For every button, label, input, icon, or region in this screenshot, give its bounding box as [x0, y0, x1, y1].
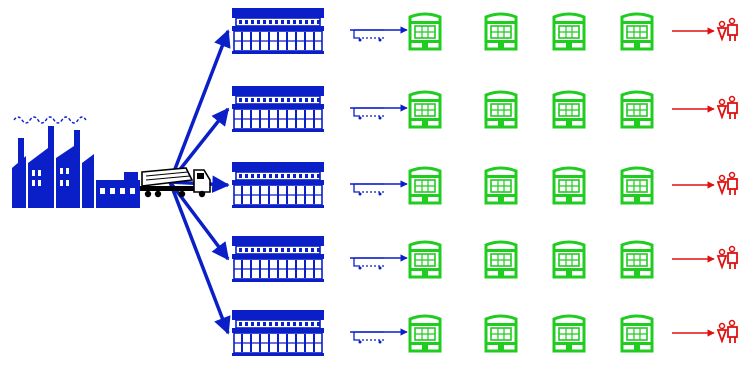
small-delivery-truck-icon [353, 331, 384, 344]
warehouse-icon [232, 8, 324, 54]
consumer-figures-icon [716, 245, 738, 270]
store-building-icon [552, 314, 586, 353]
store-building-icon [552, 166, 586, 205]
warehouse-icon [232, 236, 324, 282]
icons-layer [12, 8, 738, 356]
store-building-icon [620, 166, 654, 205]
store-building-icon [484, 240, 518, 279]
consumer-figures-icon [716, 171, 738, 196]
consumer-figures-icon [716, 319, 738, 344]
store-building-icon [408, 12, 442, 51]
store-building-icon [408, 90, 442, 129]
store-building-icon [552, 240, 586, 279]
small-delivery-truck-icon [353, 183, 384, 196]
factory-icon [12, 116, 140, 208]
store-building-icon [484, 314, 518, 353]
store-building-icon [408, 240, 442, 279]
arrow-icon [168, 29, 231, 183]
arrow-icon [168, 181, 231, 335]
warehouse-icon [232, 86, 324, 132]
tanker-truck-icon [140, 167, 211, 198]
store-building-icon [484, 12, 518, 51]
warehouse-icon [232, 310, 324, 356]
consumer-figures-icon [716, 95, 738, 120]
store-building-icon [620, 12, 654, 51]
store-building-icon [408, 166, 442, 205]
store-building-icon [552, 12, 586, 51]
store-building-icon [552, 90, 586, 129]
store-building-icon [620, 90, 654, 129]
store-building-icon [620, 240, 654, 279]
store-building-icon [408, 314, 442, 353]
store-building-icon [484, 166, 518, 205]
store-building-icon [484, 90, 518, 129]
small-delivery-truck-icon [353, 257, 384, 270]
warehouse-icon [232, 162, 324, 208]
store-building-icon [620, 314, 654, 353]
small-delivery-truck-icon [353, 107, 384, 120]
consumer-figures-icon [716, 17, 738, 42]
small-delivery-truck-icon [353, 29, 384, 42]
